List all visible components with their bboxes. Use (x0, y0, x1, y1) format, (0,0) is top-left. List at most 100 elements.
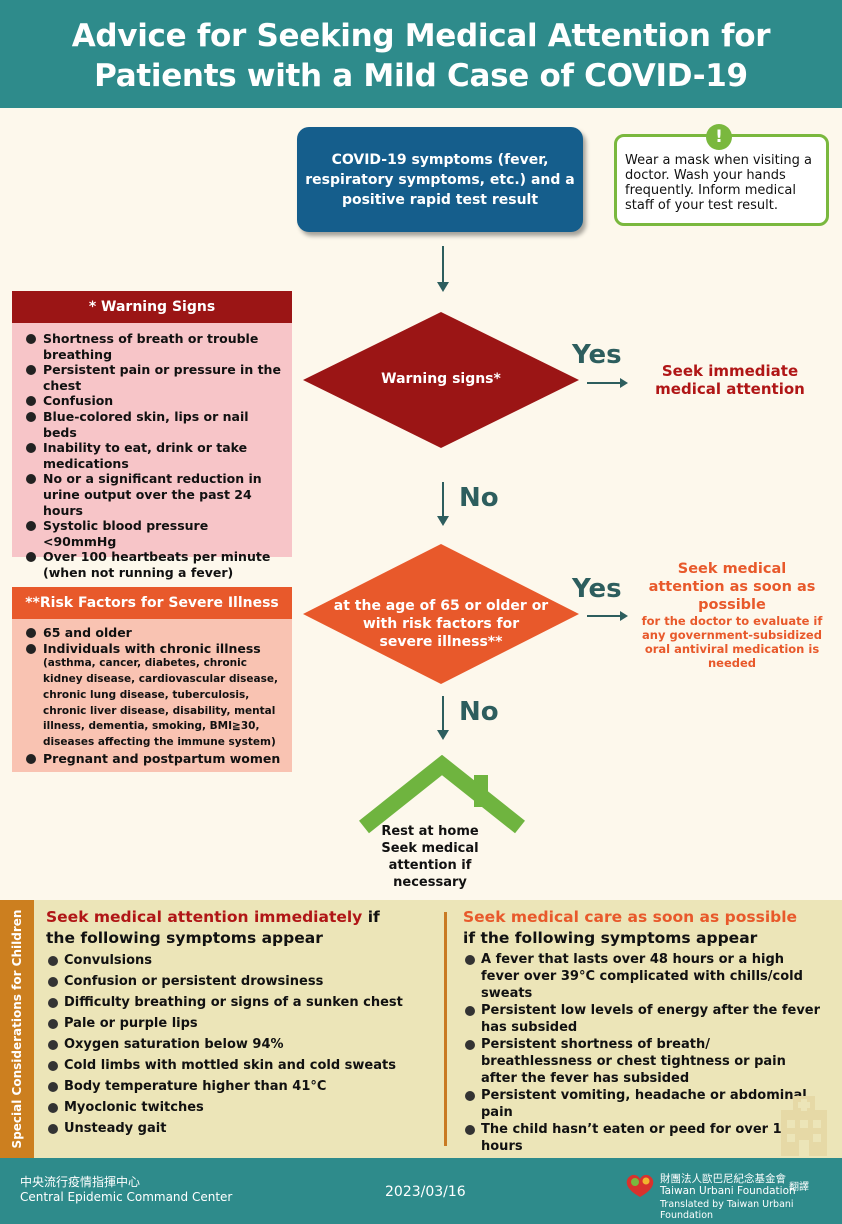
arrow-line (442, 696, 444, 730)
arrow-line (587, 382, 620, 384)
list-item: Shortness of breath or trouble breathing (26, 331, 282, 362)
home-line4: necessary (393, 875, 467, 890)
start-box: COVID-19 symptoms (fever, respiratory sy… (297, 127, 583, 232)
arrow-right-icon (620, 378, 628, 388)
home-line1: Rest at home (381, 824, 479, 839)
list-item: Oxygen saturation below 94% (46, 1036, 436, 1053)
decision1-diamond (303, 312, 579, 448)
left-title-suffix: if (362, 908, 380, 926)
left-title-colored: Seek medical attention immediately (46, 908, 363, 926)
list-item: Myoclonic twitches (46, 1099, 436, 1116)
home-outcome: Rest at home Seek medical attention if n… (370, 823, 490, 891)
start-line2: respiratory symptoms, etc.) and a (305, 171, 575, 188)
decision2-diamond (303, 544, 579, 684)
header-banner: Advice for Seeking Medical Attention for… (0, 0, 842, 108)
footer-date: 2023/03/16 (385, 1184, 466, 1200)
tip-text: Wear a mask when visiting a doctor. Wash… (625, 153, 812, 213)
arrow-down-icon (437, 282, 449, 292)
hospital-icon (781, 1096, 827, 1156)
left-column-title: Seek medical attention immediately if (46, 907, 436, 928)
decision2-line3: severe illness** (379, 634, 503, 650)
list-item: Unsteady gait (46, 1120, 436, 1137)
decision2-no: No (459, 697, 499, 727)
list-item: Inability to eat, drink or take medicati… (26, 440, 282, 471)
list-item: Over 100 heartbeats per minute (when not… (26, 549, 282, 580)
children-left-column: Seek medical attention immediately if th… (46, 907, 436, 1141)
footer-translate-cn: 翻譯 (789, 1182, 809, 1193)
arrow-line (442, 246, 444, 282)
list-item: Pale or purple lips (46, 1015, 436, 1032)
list-item: Individuals with chronic illness(asthma,… (26, 641, 282, 751)
column-divider (444, 912, 447, 1146)
decision1-outcome: Seek immediate medical attention (640, 362, 820, 398)
diamond-shape (303, 312, 579, 448)
outcome-line2: medical attention (655, 380, 805, 398)
list-item: Pregnant and postpartum women (26, 751, 282, 767)
decision2-text: at the age of 65 or older or with risk f… (303, 597, 579, 651)
right-symptom-list: A fever that lasts over 48 hours or a hi… (463, 951, 823, 1155)
decision2-outcome-title: Seek medical attention as soon as possib… (648, 561, 816, 613)
footer-foundation-en: Taiwan Urbani Foundation (660, 1185, 796, 1197)
list-item: No or a significant reduction in urine o… (26, 471, 282, 518)
start-line3: positive rapid test result (341, 191, 539, 208)
page-title-line1: Advice for Seeking Medical Attention for (71, 18, 771, 54)
children-sidebar: Special Considerations for Children (0, 900, 34, 1158)
home-line2: Seek medical (381, 841, 479, 856)
footer-org-cn: 中央流行疫情指揮中心 (20, 1175, 141, 1189)
exclamation-icon: ! (706, 124, 732, 150)
right-title-colored: Seek medical care as soon as possible (463, 908, 798, 926)
list-item: Blue-colored skin, lips or nail beds (26, 409, 282, 440)
list-item: A fever that lasts over 48 hours or a hi… (463, 951, 823, 1002)
list-item: Confusion (26, 393, 282, 409)
list-item: Persistent low levels of energy after th… (463, 1002, 823, 1036)
list-item: Body temperature higher than 41°C (46, 1078, 436, 1095)
risk-factors-box: 65 and older Individuals with chronic il… (12, 619, 292, 772)
list-item: 65 and older (26, 625, 282, 641)
children-right-column: Seek medical care as soon as possible if… (463, 907, 823, 1155)
home-line3: attention if (388, 858, 472, 873)
arrow-line (587, 615, 620, 617)
arrow-right-icon (620, 611, 628, 621)
list-item: Confusion or persistent drowsiness (46, 973, 436, 990)
footer: 中央流行疫情指揮中心 Central Epidemic Command Cent… (0, 1158, 842, 1224)
children-sidebar-label: Special Considerations for Children (10, 909, 24, 1149)
decision1-no: No (459, 483, 499, 513)
risk-item-detail: (asthma, cancer, diabetes, chronic kidne… (43, 657, 278, 749)
list-item: Persistent vomiting, headache or abdomin… (463, 1087, 823, 1121)
decision2-line2: with risk factors for (362, 616, 520, 632)
footer-foundation-cn: 財團法人歐巴尼紀念基金會 (660, 1173, 786, 1185)
decision1-text: Warning signs* (381, 371, 501, 387)
risk-item-label: Individuals with chronic illness (43, 640, 261, 656)
list-item: Cold limbs with mottled skin and cold sw… (46, 1057, 436, 1074)
outcome-line1: Seek immediate (661, 362, 799, 380)
decision2-outcome-detail: for the doctor to evaluate if any govern… (641, 614, 823, 670)
list-item: Persistent pain or pressure in the chest (26, 362, 282, 393)
page-title-line2: Patients with a Mild Case of COVID-19 (94, 58, 748, 94)
foundation-logo-icon (626, 1174, 654, 1197)
risk-factors-list: 65 and older Individuals with chronic il… (26, 625, 282, 767)
footer-translated-by: Translated by Taiwan Urbani Foundation (660, 1199, 794, 1221)
warning-signs-header: * Warning Signs (12, 291, 292, 323)
house-roof-icon (359, 755, 525, 834)
children-section (0, 900, 842, 1158)
warning-signs-list: Shortness of breath or trouble breathing… (26, 331, 282, 581)
right-title-line2: if the following symptoms appear (463, 929, 758, 947)
decision1-yes: Yes (572, 340, 622, 370)
arrow-line (442, 482, 444, 516)
arrow-down-icon (437, 730, 449, 740)
decision2-yes: Yes (572, 574, 622, 604)
left-title-line2: the following symptoms appear (46, 929, 323, 947)
arrow-down-icon (437, 516, 449, 526)
start-line1: COVID-19 symptoms (fever, (331, 151, 549, 168)
footer-org-en: Central Epidemic Command Center (20, 1190, 233, 1204)
list-item: Convulsions (46, 952, 436, 969)
decision2-line1: at the age of 65 or older or (333, 598, 549, 614)
list-item: The child hasn’t eaten or peed for over … (463, 1121, 823, 1155)
risk-factors-header: **Risk Factors for Severe Illness (12, 587, 292, 619)
list-item: Persistent shortness of breath/ breathle… (463, 1036, 823, 1087)
list-item: Difficulty breathing or signs of a sunke… (46, 994, 436, 1011)
warning-signs-box: Shortness of breath or trouble breathing… (12, 323, 292, 580)
diamond-shape (303, 544, 579, 684)
list-item: Systolic blood pressure <90mmHg (26, 518, 282, 549)
